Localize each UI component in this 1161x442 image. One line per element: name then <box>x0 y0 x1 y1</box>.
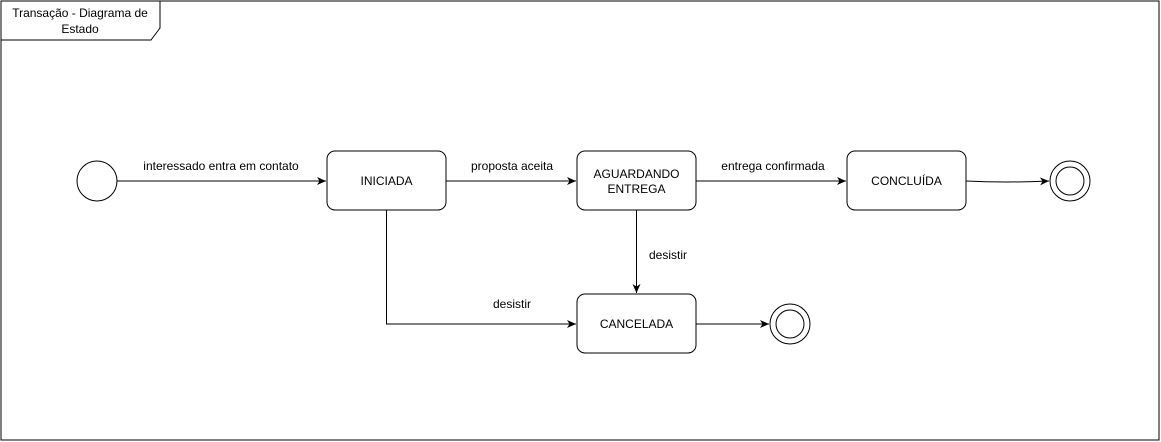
state-iniciada-label: INICIADA <box>360 174 412 188</box>
transition-concluida-to-final <box>965 177 1050 186</box>
frame-title-tab <box>0 0 161 41</box>
state-cancelada-label: CANCELADA <box>600 317 673 331</box>
state-aguardando-label-line-1: AGUARDANDO <box>593 167 679 181</box>
initial-state[interactable] <box>76 160 118 202</box>
final-state-cancelada[interactable] <box>769 303 811 345</box>
state-concluida[interactable] <box>846 150 967 211</box>
label-start-to-iniciada: interessado entra em contato <box>143 159 299 173</box>
label-aguardando-to-concluida: entrega confirmada <box>721 159 825 173</box>
label-iniciada-to-aguardando: proposta aceita <box>471 159 553 173</box>
frame-title-line-1: Transação - Diagrama de <box>12 6 148 20</box>
state-aguardando-label-line-2: ENTREGA <box>607 182 665 196</box>
final-state-concluida[interactable] <box>1049 160 1091 202</box>
label-aguardando-to-cancelada: desistir <box>649 248 687 262</box>
state-concluida-label: CONCLUÍDA <box>871 173 942 188</box>
frame-title-line-2: Estado <box>61 22 99 36</box>
transition-iniciada-to-cancelada <box>386 210 576 328</box>
label-iniciada-to-cancelada: desistir <box>493 297 531 311</box>
